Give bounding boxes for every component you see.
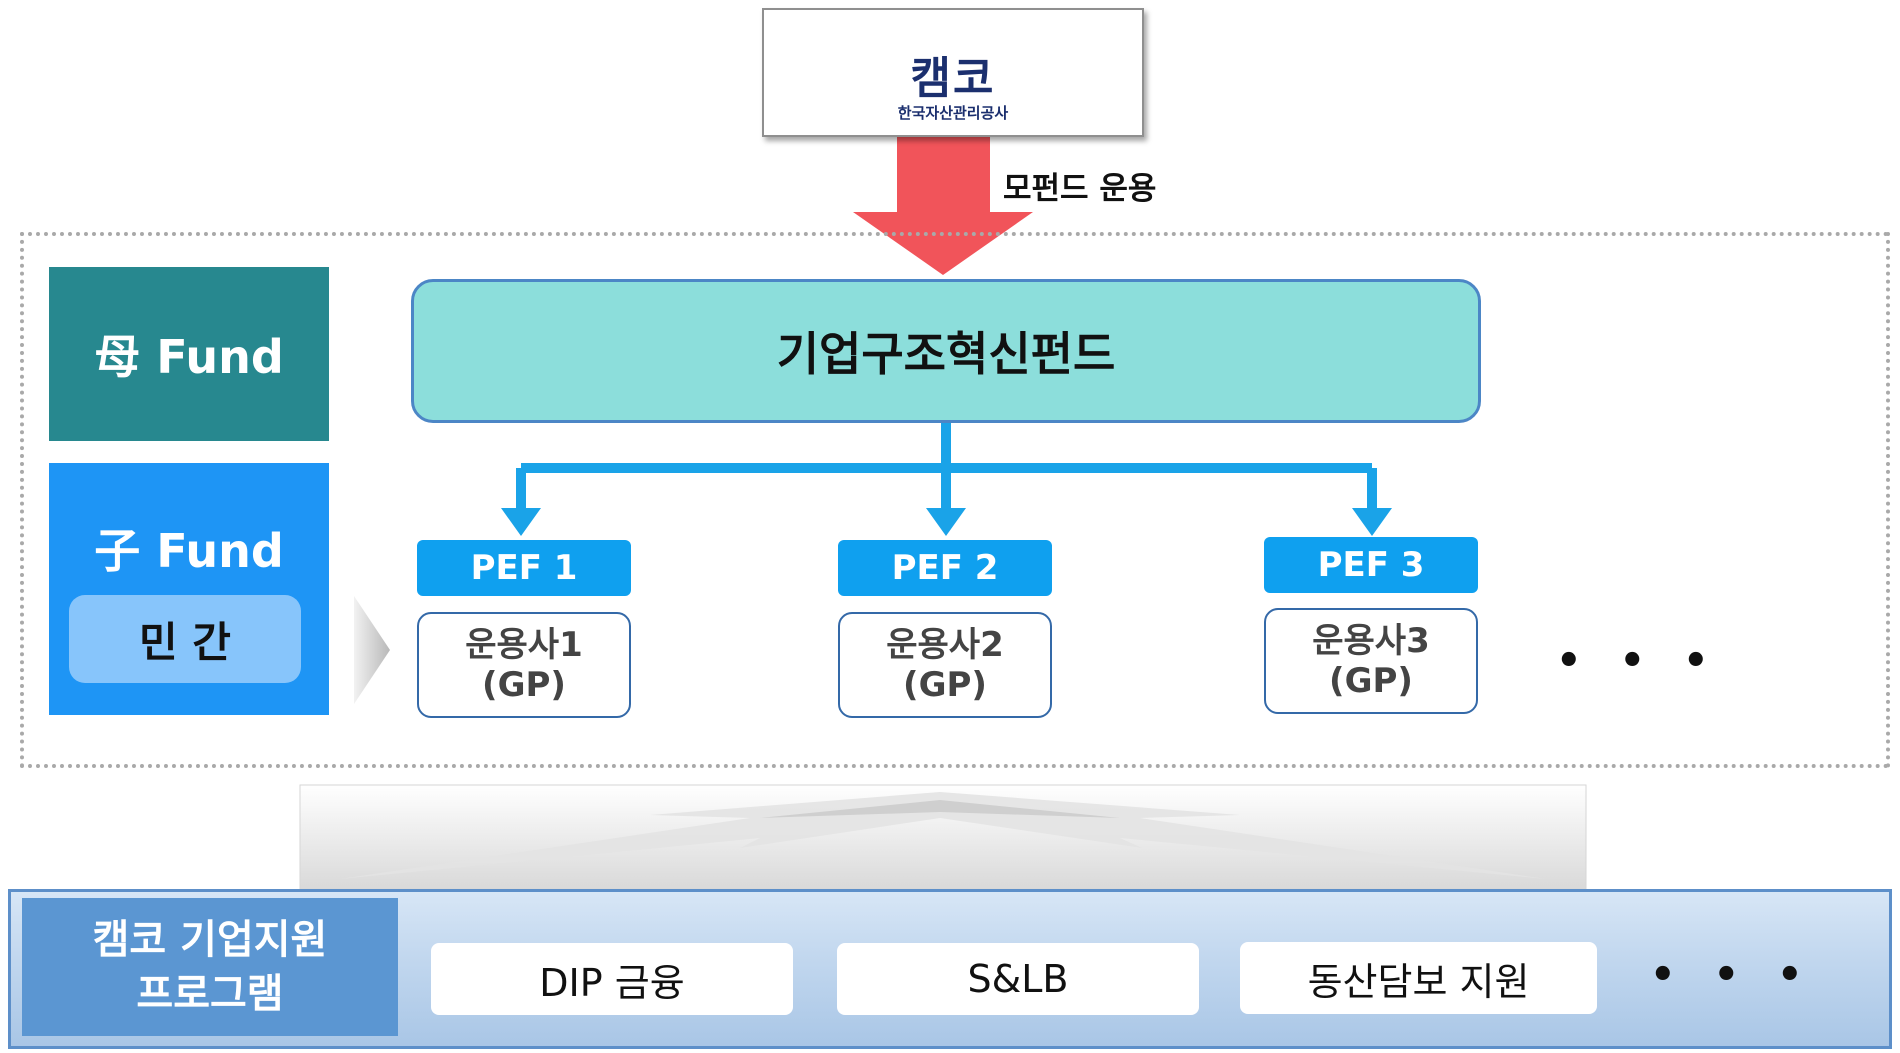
pef-2-header: PEF 2	[838, 540, 1052, 596]
program-more-ellipsis: • • •	[1650, 952, 1815, 998]
pef-3-gp-role: (GP)	[1329, 661, 1413, 701]
program-item-collateral: 동산담보 지원	[1240, 942, 1597, 1014]
program-title-line2: 프로그램	[136, 971, 284, 1017]
arrow-label: 모펀드 운용	[1003, 171, 1157, 207]
pef-2-gp-name: 운용사2	[886, 625, 1004, 665]
pef-1-gp-role: (GP)	[482, 665, 566, 705]
program-title-line1: 캠코 기업지원	[92, 917, 328, 963]
mother-fund-label: 母 Fund	[49, 267, 329, 441]
program-item-slb: S&LB	[837, 943, 1199, 1015]
pef-3-gp-name: 운용사3	[1312, 621, 1430, 661]
pef-3-header: PEF 3	[1264, 537, 1478, 593]
logo-subtitle: 한국자산관리공사	[897, 104, 1009, 122]
logo-wordmark: 캠코	[910, 53, 996, 104]
pef-1-header: PEF 1	[417, 540, 631, 596]
arrowhead-pef3	[1352, 508, 1392, 536]
pef-1-gp-name: 운용사1	[465, 625, 583, 665]
pef-3-gp-box: 운용사3 (GP)	[1264, 608, 1478, 714]
pef-1-gp-box: 운용사1 (GP)	[417, 612, 631, 718]
chevron-right-icon	[354, 596, 390, 704]
pef-2-gp-role: (GP)	[903, 665, 987, 705]
program-item-dip: DIP 금융	[431, 943, 793, 1015]
child-fund-label: 子 Fund	[94, 524, 284, 578]
fund-structure-frame	[20, 232, 1890, 768]
kamco-logo: 캠코 한국자산관리공사	[762, 8, 1144, 137]
arrowhead-pef2	[926, 508, 966, 536]
arrowhead-pef1	[501, 508, 541, 536]
pef-2-gp-box: 운용사2 (GP)	[838, 612, 1052, 718]
child-fund-panel: 子 Fund 민 간	[49, 463, 329, 715]
pef-more-ellipsis: • • •	[1556, 638, 1721, 684]
down-arrow	[853, 133, 1033, 275]
connector-lines	[516, 423, 1377, 512]
program-title: 캠코 기업지원 프로그램	[22, 898, 398, 1036]
up-arrow	[299, 784, 1587, 890]
private-sector-badge: 민 간	[69, 595, 301, 683]
main-fund-box: 기업구조혁신펀드	[411, 279, 1481, 423]
